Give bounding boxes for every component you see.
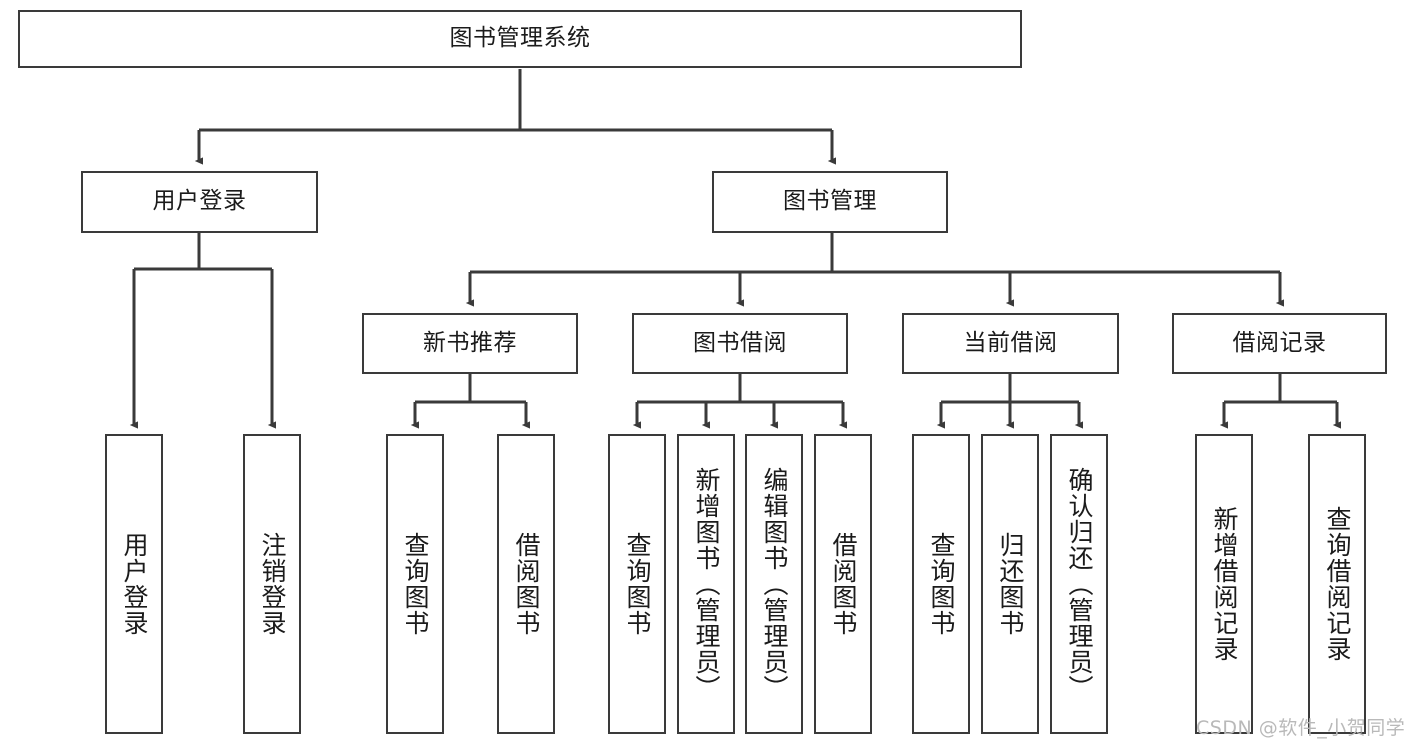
node-leaf-query-book-2[interactable]: 查询图书 — [608, 434, 666, 734]
node-leaf-user-login[interactable]: 用户登录 — [105, 434, 163, 734]
node-leaf-borrow-book-1-label: 借阅图书 — [512, 532, 541, 636]
node-root-label: 图书管理系统 — [449, 25, 591, 52]
node-leaf-query-record-label: 查询借阅记录 — [1323, 506, 1352, 662]
node-leaf-user-login-label: 用户登录 — [120, 532, 149, 636]
node-leaf-query-book-1[interactable]: 查询图书 — [386, 434, 444, 734]
node-leaf-edit-book-label: 编辑图书（管理员） — [760, 467, 789, 701]
node-leaf-add-record-label: 新增借阅记录 — [1210, 506, 1239, 662]
node-leaf-query-book-3-label: 查询图书 — [927, 532, 956, 636]
csdn-watermark: CSDN @软件_小贺同学 — [1196, 717, 1405, 739]
node-leaf-query-record[interactable]: 查询借阅记录 — [1308, 434, 1366, 734]
node-book-manage[interactable]: 图书管理 — [712, 171, 948, 233]
node-leaf-edit-book[interactable]: 编辑图书（管理员） — [745, 434, 803, 734]
node-new-book-rec[interactable]: 新书推荐 — [362, 313, 578, 374]
node-borrow-record[interactable]: 借阅记录 — [1172, 313, 1387, 374]
node-leaf-confirm-return-label: 确认归还（管理员） — [1065, 467, 1094, 701]
node-leaf-add-book-label: 新增图书（管理员） — [692, 467, 721, 701]
node-borrow-record-label: 借阅记录 — [1232, 329, 1327, 356]
node-leaf-borrow-book-1[interactable]: 借阅图书 — [497, 434, 555, 734]
node-leaf-return-book-label: 归还图书 — [996, 532, 1025, 636]
node-leaf-add-record[interactable]: 新增借阅记录 — [1195, 434, 1253, 734]
node-user-login-label: 用户登录 — [152, 188, 247, 215]
node-current-borrow-label: 当前借阅 — [963, 329, 1058, 356]
node-current-borrow[interactable]: 当前借阅 — [902, 313, 1119, 374]
node-new-book-rec-label: 新书推荐 — [423, 329, 517, 356]
node-root[interactable]: 图书管理系统 — [18, 10, 1022, 68]
node-book-manage-label: 图书管理 — [783, 188, 877, 215]
node-leaf-return-book[interactable]: 归还图书 — [981, 434, 1039, 734]
node-leaf-query-book-1-label: 查询图书 — [401, 532, 430, 636]
node-book-borrow[interactable]: 图书借阅 — [632, 313, 848, 374]
node-book-borrow-label: 图书借阅 — [693, 329, 787, 356]
node-user-login[interactable]: 用户登录 — [81, 171, 318, 233]
node-leaf-query-book-3[interactable]: 查询图书 — [912, 434, 970, 734]
node-leaf-logout[interactable]: 注销登录 — [243, 434, 301, 734]
node-leaf-logout-label: 注销登录 — [258, 532, 287, 636]
node-leaf-borrow-book-2[interactable]: 借阅图书 — [814, 434, 872, 734]
node-leaf-borrow-book-2-label: 借阅图书 — [829, 532, 858, 636]
node-leaf-query-book-2-label: 查询图书 — [623, 532, 652, 636]
node-leaf-confirm-return[interactable]: 确认归还（管理员） — [1050, 434, 1108, 734]
node-leaf-add-book[interactable]: 新增图书（管理员） — [677, 434, 735, 734]
